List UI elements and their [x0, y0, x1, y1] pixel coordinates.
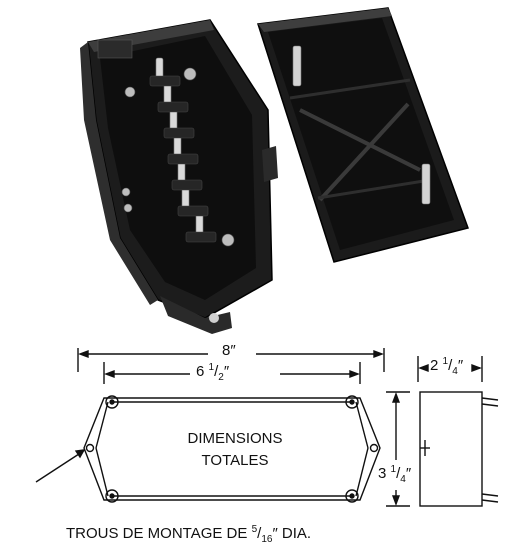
mounting-holes-note: TROUS DE MONTAGE DE 5/16″ DIA.	[66, 524, 312, 545]
inner-length-frac-den: 2	[218, 372, 224, 383]
inner-length-frac-num: 1	[208, 362, 215, 373]
top-view-drawing	[35, 348, 410, 507]
inner-length-label: 6 1/2″	[196, 362, 230, 383]
depth-unit: ″	[457, 357, 464, 374]
inner-length-unit: ″	[223, 363, 230, 380]
junction-box-base	[80, 19, 278, 334]
inner-length-whole: 6	[196, 363, 205, 380]
depth-frac-den: 4	[452, 366, 458, 377]
width-whole: 3	[378, 465, 387, 482]
overall-length-label: 8″	[222, 342, 236, 359]
note-frac-num: 5	[251, 524, 258, 535]
note-prefix: TROUS DE MONTAGE DE	[66, 525, 252, 542]
note-suffix: ″ DIA.	[272, 525, 312, 542]
note-frac-den: 16	[261, 534, 273, 545]
terminal-posts	[155, 57, 204, 237]
depth-label: 2 1/4″	[430, 356, 464, 377]
width-frac-den: 4	[400, 474, 406, 485]
center-label-line2: TOTALES	[201, 452, 269, 469]
side-view-drawing	[417, 356, 499, 507]
depth-whole: 2	[430, 357, 439, 374]
width-frac-num: 1	[390, 464, 397, 475]
junction-box-lid	[257, 7, 469, 263]
width-label: 3 1/4″	[378, 464, 412, 485]
width-unit: ″	[405, 465, 412, 482]
depth-frac-num: 1	[442, 356, 449, 367]
center-label: DIMENSIONS TOTALES	[150, 428, 320, 472]
center-label-line1: DIMENSIONS	[187, 430, 283, 447]
